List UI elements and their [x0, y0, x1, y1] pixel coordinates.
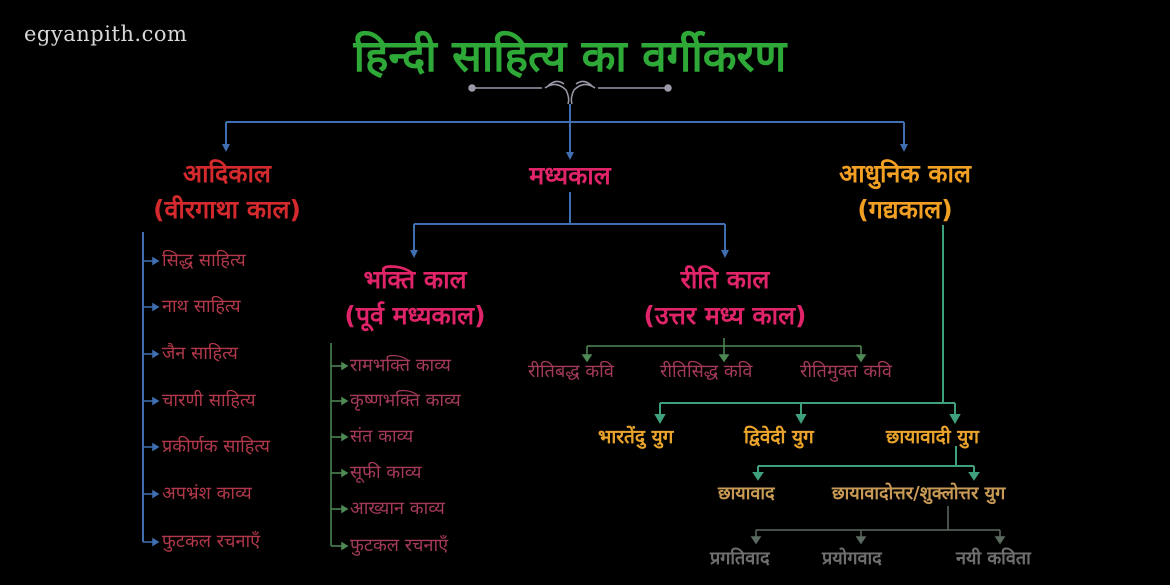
- adikaal-item: चारणी साहित्य: [162, 390, 256, 411]
- bhakti-item: संत काव्य: [350, 426, 414, 447]
- sub-era-chhayavad: छायावाद: [718, 483, 775, 504]
- era-chhayavadi: छायावादी युग: [886, 426, 980, 448]
- adikaal-item: जैन साहित्य: [162, 343, 238, 364]
- adhunik-kaal-name: आधुनिक काल: [839, 159, 971, 188]
- bhakti-item: रामभक्ति काव्य: [350, 355, 451, 376]
- bhakti-kaal-alt: (पूर्व मध्यकाल): [344, 301, 486, 330]
- riti-kaal-alt: (उत्तर मध्य काल): [643, 301, 807, 330]
- adikaal-item: फुटकल रचनाएँ: [162, 531, 261, 552]
- page-title: हिन्दी साहित्य का वर्गीकरण: [353, 31, 787, 82]
- adikaal-item: अपभ्रंश काव्य: [162, 483, 252, 504]
- riti-kaal-name: रीति काल: [680, 265, 770, 294]
- adhunik-kaal-alt: (गद्यकाल): [857, 195, 953, 224]
- site-label: egyanpith.com: [24, 22, 188, 46]
- period-adhunik-kaal: आधुनिक काल (गद्यकाल): [790, 156, 1020, 228]
- adikaal-item: सिद्ध साहित्य: [162, 250, 246, 271]
- bhakti-item: सूफी काव्य: [350, 462, 422, 483]
- modern-leaf-pragativad: प्रगतिवाद: [710, 548, 770, 569]
- bhakti-kaal-name: भक्ति काल: [363, 265, 467, 294]
- modern-leaf-prayogvad: प्रयोगवाद: [822, 548, 882, 569]
- bhakti-item: आख्यान काव्य: [350, 498, 445, 519]
- period-adikaal-name: आदिकाल: [183, 159, 271, 188]
- era-bhartendu: भारतेंदु युग: [598, 426, 674, 448]
- period-adikaal: आदिकाल (वीरगाथा काल): [112, 156, 342, 228]
- period-adikaal-alt: (वीरगाथा काल): [153, 195, 301, 224]
- adikaal-item: प्रकीर्णक साहित्य: [162, 436, 270, 457]
- bhakti-item: फुटकल रचनाएँ: [350, 535, 449, 556]
- riti-item: रीतिबद्ध कवि: [528, 361, 614, 382]
- modern-leaf-nayi-kavita: नयी कविता: [956, 548, 1031, 569]
- bhakti-item: कृष्णभक्ति काव्य: [350, 390, 461, 411]
- period-riti-kaal: रीति काल (उत्तर मध्य काल): [600, 262, 850, 334]
- adikaal-item: नाथ साहित्य: [162, 296, 241, 317]
- riti-item: रीतिमुक्त कवि: [800, 361, 892, 382]
- title-ornament: [468, 80, 672, 105]
- period-bhakti-kaal: भक्ति काल (पूर्व मध्यकाल): [300, 262, 530, 334]
- sub-era-post-chhayavad: छायावादोत्तर/शुक्लोत्तर युग: [832, 483, 1006, 504]
- riti-item: रीतिसिद्ध कवि: [660, 361, 753, 382]
- period-madhyakaal: मध्यकाल: [529, 161, 611, 190]
- era-dwivedi: द्विवेदी युग: [744, 426, 814, 448]
